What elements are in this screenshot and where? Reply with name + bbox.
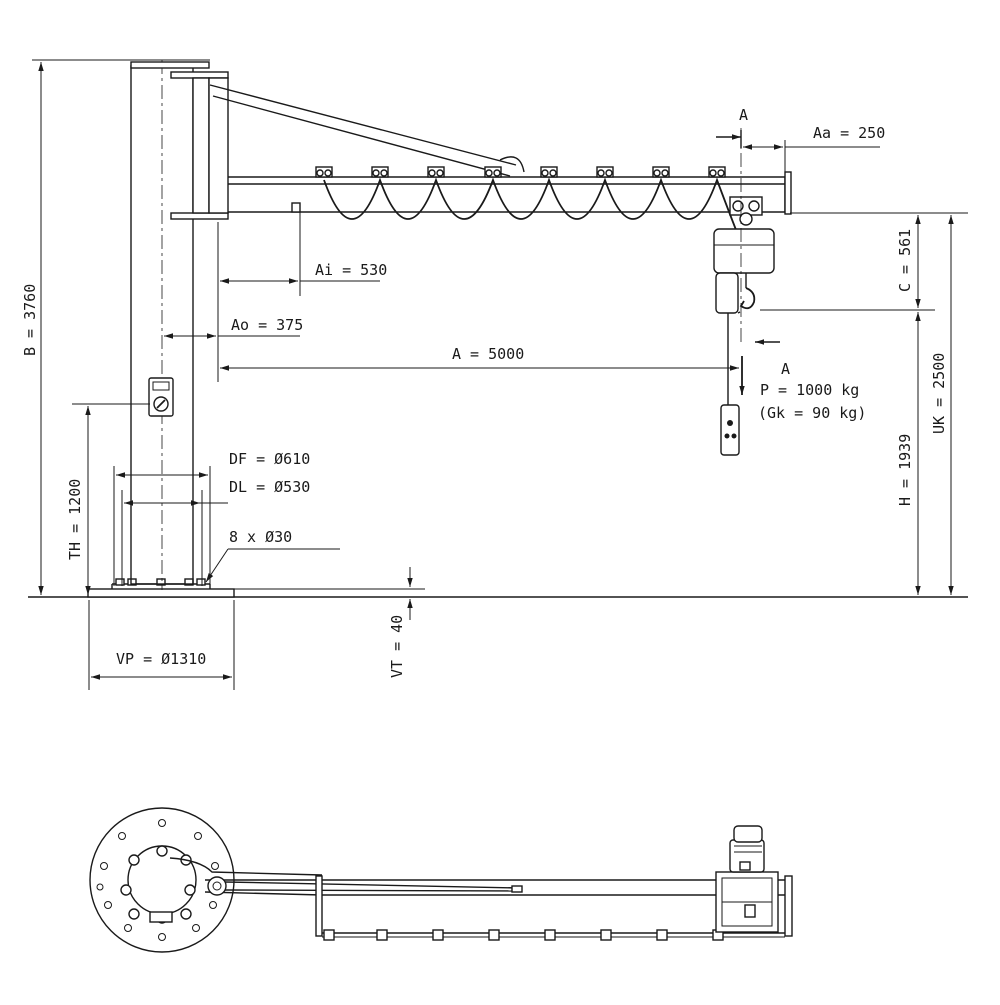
festoon-cable [323,177,741,241]
dim-aa-label: Aa = 250 [813,124,885,142]
dim-ao [164,222,300,382]
top-jib-arm [169,857,793,937]
section-a-bottom-label: A [781,360,790,378]
top-outer-bolts [96,819,219,941]
column-cap [130,61,210,69]
switch-box [148,377,174,417]
dim-b [32,59,210,595]
section-a-top-label: A [739,106,748,124]
dim-vp [88,600,235,690]
dim-vp-label: VP = Ø1310 [116,650,206,668]
dim-bolts-label: 8 x Ø30 [229,528,292,546]
control-pendant [720,313,740,456]
chain-hoist [713,196,775,314]
top-switch-box [149,911,173,923]
bottom-bracket [170,212,229,220]
dim-df [113,466,211,586]
tie-rod [209,84,525,177]
side-view: A A B = 3760 TH = 1200 Ai = 530 Ao = 375 [21,59,968,690]
load-p-label: P = 1000 kg [760,381,859,399]
dim-ai-label: Ai = 530 [315,261,387,279]
dim-uk-label: UK = 2500 [930,353,948,434]
section-line-a [716,128,780,345]
dim-th-label: TH = 1200 [66,479,84,560]
dim-b-label: B = 3760 [21,284,39,356]
top-trolleys [323,929,724,941]
dim-a-label: A = 5000 [452,345,524,363]
dim-dl-label: DL = Ø530 [229,478,310,496]
dim-dl [121,490,228,586]
anchor-bolts [115,578,206,586]
dim-c-label: C = 561 [896,229,914,292]
top-hoist [715,825,779,933]
dim-ai [220,208,380,296]
dim-bolts-leader [205,548,340,583]
load-gk-label: (Gk = 90 kg) [758,404,866,422]
dim-c [760,212,968,311]
end-stop [291,202,301,213]
dim-df-label: DF = Ø610 [229,450,310,468]
festoon-trolleys [315,166,726,178]
slewing-head [208,77,229,214]
jib-arm [228,171,792,215]
dim-vt [234,567,425,620]
dim-th [72,403,150,595]
dim-vt-label: VT = 40 [388,615,406,678]
top-inner-bolts [120,845,196,924]
dim-aa [743,140,880,172]
base-plate [87,588,235,598]
dim-h-label: H = 1939 [896,434,914,506]
top-bracket [170,71,229,79]
dim-ao-label: Ao = 375 [231,316,303,334]
top-view [89,807,793,953]
slewing-sleeve [192,77,210,214]
